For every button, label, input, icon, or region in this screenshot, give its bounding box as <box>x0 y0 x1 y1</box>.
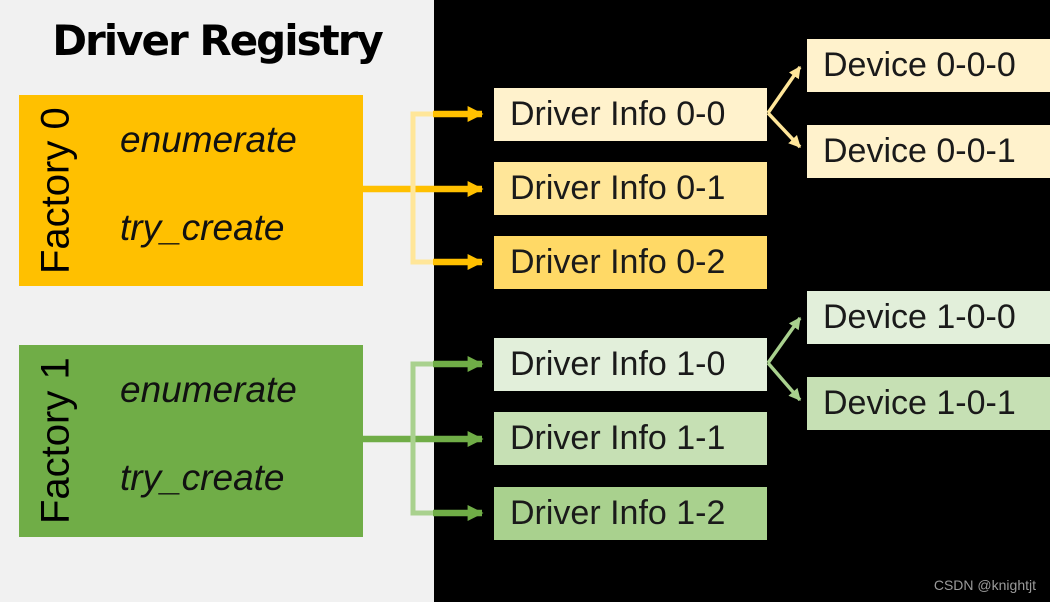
arrow-driver10-device101 <box>766 361 802 402</box>
factory-0-label: Factory 0 <box>33 107 78 274</box>
driver-info-0-2-box: Driver Info 0-2 <box>494 236 767 289</box>
arrow-driver00-device001 <box>766 111 802 149</box>
page-title: Driver Registry <box>52 16 384 65</box>
driver-info-1-0-box: Driver Info 1-0 <box>494 338 767 391</box>
driver-info-0-0-box: Driver Info 0-0 <box>494 88 767 141</box>
driver-info-0-1-box: Driver Info 0-1 <box>494 162 767 215</box>
device-0-0-1-box: Device 0-0-1 <box>807 125 1050 178</box>
factory-1-box: Factory 1 enumerate try_create <box>19 345 363 537</box>
device-1-0-1-box: Device 1-0-1 <box>807 377 1050 430</box>
arrow-driver00-device000 <box>766 66 802 114</box>
factory-1-method-try-create: try_create <box>120 457 285 498</box>
device-1-0-0-box: Device 1-0-0 <box>807 291 1050 344</box>
factory-1-method-enumerate: enumerate <box>120 369 297 410</box>
factory-0-method-enumerate: enumerate <box>120 119 297 160</box>
factory-0-method-try-create: try_create <box>120 207 285 248</box>
device-0-0-0-box: Device 0-0-0 <box>807 39 1050 92</box>
arrow-driver10-device100 <box>766 316 802 365</box>
csdn-watermark: CSDN @knightjt <box>933 577 1036 593</box>
registry-panel: Driver Registry Factory 0 enumerate try_… <box>0 0 434 602</box>
factory-1-label: Factory 1 <box>33 357 78 525</box>
driver-info-1-1-box: Driver Info 1-1 <box>494 412 767 465</box>
driver-info-1-2-box: Driver Info 1-2 <box>494 487 767 540</box>
factory-0-box: Factory 0 enumerate try_create <box>19 95 363 286</box>
